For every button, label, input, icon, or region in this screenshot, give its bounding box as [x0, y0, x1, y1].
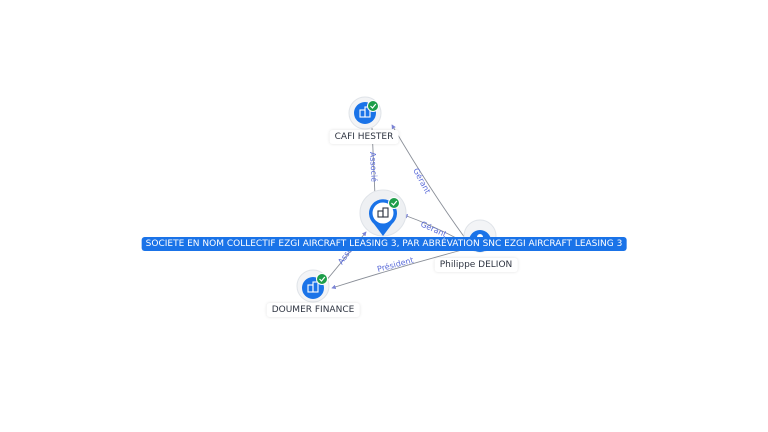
edge-delion-to-cafi	[391, 124, 466, 239]
edge-delion-to-doumer	[331, 249, 463, 290]
edge-label-associe-cafi: Associé	[368, 152, 380, 183]
node-label-main-company[interactable]: SOCIETE EN NOM COLLECTIF EZGI AIRCRAFT L…	[141, 237, 627, 251]
node-main-company[interactable]	[359, 189, 407, 237]
building-icon	[377, 207, 389, 218]
edge-doumer-to-main	[324, 231, 367, 283]
verified-check-icon	[388, 197, 400, 209]
edge-label-president: Président	[376, 255, 415, 274]
node-label-doumer-finance[interactable]: DOUMER FINANCE	[266, 303, 360, 317]
node-cafi-hester[interactable]	[348, 96, 382, 130]
edge-label-gerant-cafi: Gérant	[411, 166, 433, 195]
edge-label-gerant-main: Gérant	[419, 219, 448, 239]
verified-check-icon	[367, 100, 379, 112]
building-icon	[307, 281, 319, 293]
verified-check-icon	[316, 273, 328, 285]
node-doumer-finance[interactable]	[296, 269, 330, 303]
node-label-cafi-hester[interactable]: CAFI HESTER	[329, 130, 399, 144]
node-label-philippe-delion[interactable]: Philippe DELION	[434, 258, 518, 272]
